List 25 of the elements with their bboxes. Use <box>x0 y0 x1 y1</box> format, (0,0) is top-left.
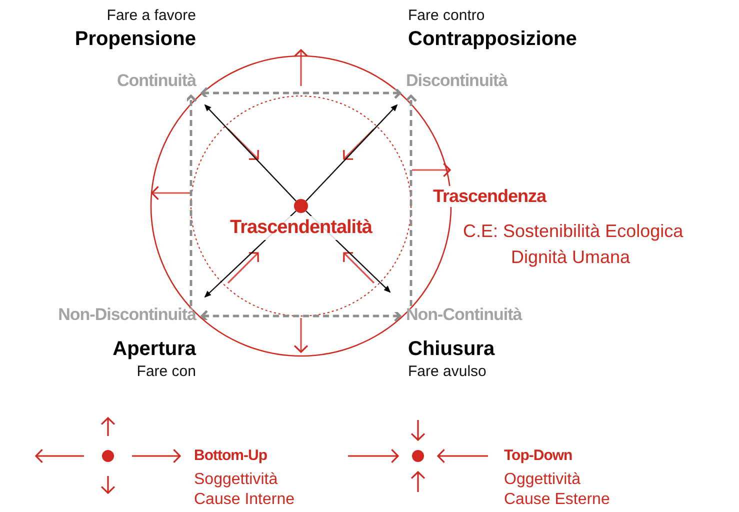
heading-text: Trascendenza <box>433 186 546 207</box>
corner-label: Discontinuità <box>406 70 509 92</box>
legend-text: Oggettività Cause Esterne <box>504 470 611 510</box>
legend-heading: Top-Down <box>504 447 572 464</box>
legend-heading: Bottom-Up <box>194 447 267 464</box>
center-label: Trascendentalità <box>230 216 372 240</box>
dashed-arrow <box>200 310 402 322</box>
corner-label: Continuità <box>116 70 196 92</box>
heading-text: Contrapposizione <box>408 27 578 52</box>
note-text: C.E: Sostenibilità Ecologica Dignità Umana <box>463 220 684 269</box>
caption-text: Fare avulso <box>408 362 488 382</box>
dashed-arrow <box>200 86 402 100</box>
dashed-arrow <box>404 94 418 306</box>
dashed-arrow <box>184 94 198 306</box>
heading-text: Apertura <box>112 337 196 362</box>
caption-text: Fare contro <box>408 6 486 26</box>
heading-text: Chiusura <box>408 337 496 362</box>
corner-label: Non-Continuità <box>406 304 524 326</box>
legend-text: Soggettività Cause Interne <box>194 470 296 510</box>
corner-label: Non-Discontinuità <box>57 304 196 326</box>
caption-text: Fare a favore <box>106 6 196 26</box>
arrow <box>306 104 398 202</box>
heading-text: Propensione <box>74 27 196 52</box>
caption-text: Fare con <box>136 362 196 382</box>
arrow <box>204 104 296 202</box>
